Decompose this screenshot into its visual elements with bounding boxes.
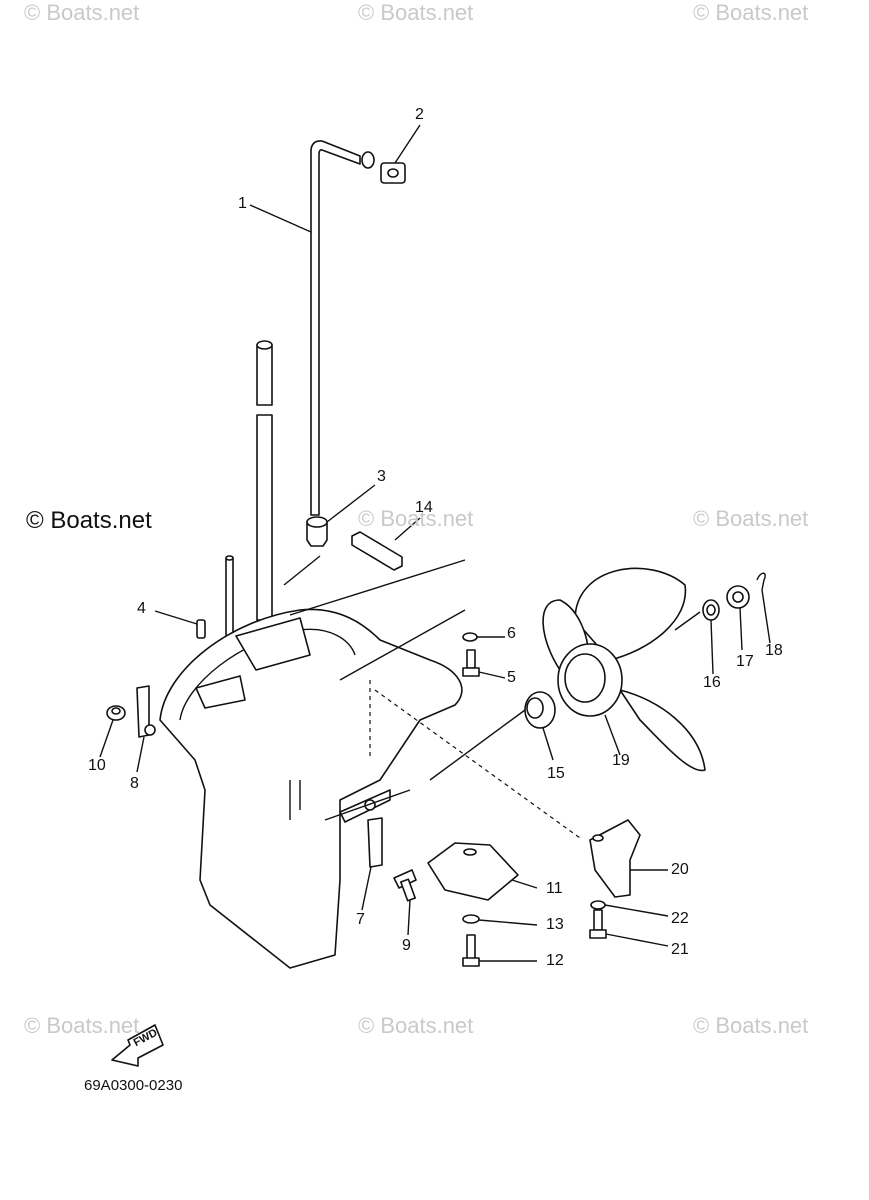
callout-14: 14	[415, 499, 433, 516]
watermark-bottom-right: © Boats.net	[693, 1013, 809, 1038]
callout-8: 8	[130, 775, 139, 792]
callout-12: 12	[546, 952, 564, 969]
callout-21: 21	[671, 941, 689, 958]
callout-3: 3	[377, 468, 386, 485]
part-21-bolt	[589, 909, 607, 939]
callout-2: 2	[415, 106, 424, 123]
leader-lines	[99, 124, 771, 962]
callout-5: 5	[507, 669, 516, 686]
part-22-washer	[590, 900, 606, 910]
callout-16: 16	[703, 674, 721, 691]
watermark-main: © Boats.net	[26, 507, 152, 534]
part-10-nut	[106, 705, 126, 721]
callout-7: 7	[356, 911, 365, 928]
callout-13: 13	[546, 916, 564, 933]
part-15-spacer	[524, 691, 556, 729]
watermark-top-center: © Boats.net	[358, 0, 474, 25]
part-9-bolt	[393, 869, 417, 902]
part-20-trim-tab	[589, 819, 641, 898]
watermark-top-right: © Boats.net	[693, 0, 809, 25]
watermark-top-left: © Boats.net	[24, 0, 140, 25]
part-7-bracket	[367, 817, 383, 868]
callout-6: 6	[507, 625, 516, 642]
callout-4: 4	[137, 600, 146, 617]
part-1-water-tube	[310, 140, 375, 516]
callout-19: 19	[612, 752, 630, 769]
watermark-mid-center: © Boats.net	[358, 506, 474, 531]
callout-20: 20	[671, 861, 689, 878]
part-8-bracket	[136, 685, 156, 738]
part-14-seal-strip	[351, 531, 403, 571]
part-17-nut	[726, 585, 750, 609]
callout-9: 9	[402, 937, 411, 954]
part-19-propeller	[542, 567, 706, 772]
callout-17: 17	[736, 653, 754, 670]
watermark-mid-right: © Boats.net	[693, 506, 809, 531]
callout-10: 10	[88, 757, 106, 774]
callout-1: 1	[238, 195, 247, 212]
callout-18: 18	[765, 642, 783, 659]
part-4-dowel-pin	[196, 619, 206, 639]
part-2-grommet	[380, 162, 406, 184]
part-13-washer	[462, 914, 480, 924]
fwd-arrow	[111, 1024, 164, 1067]
callout-11: 11	[546, 880, 563, 897]
lower-casing	[159, 608, 581, 969]
part-3-seal	[306, 516, 328, 547]
callout-22: 22	[671, 910, 689, 927]
part-16-washer	[702, 599, 720, 621]
part-5-bolt	[462, 649, 480, 677]
part-6-washer	[462, 632, 478, 642]
watermark-bottom-center: © Boats.net	[358, 1013, 474, 1038]
part-12-bolt	[462, 934, 480, 967]
part-11-anode	[427, 842, 519, 901]
callout-15: 15	[547, 765, 565, 782]
watermark-bottom-left: © Boats.net	[24, 1013, 140, 1038]
diagram-code: 69A0300-0230	[84, 1077, 183, 1094]
drive-shaft	[254, 340, 275, 636]
part-18-cotter-pin	[756, 572, 766, 591]
